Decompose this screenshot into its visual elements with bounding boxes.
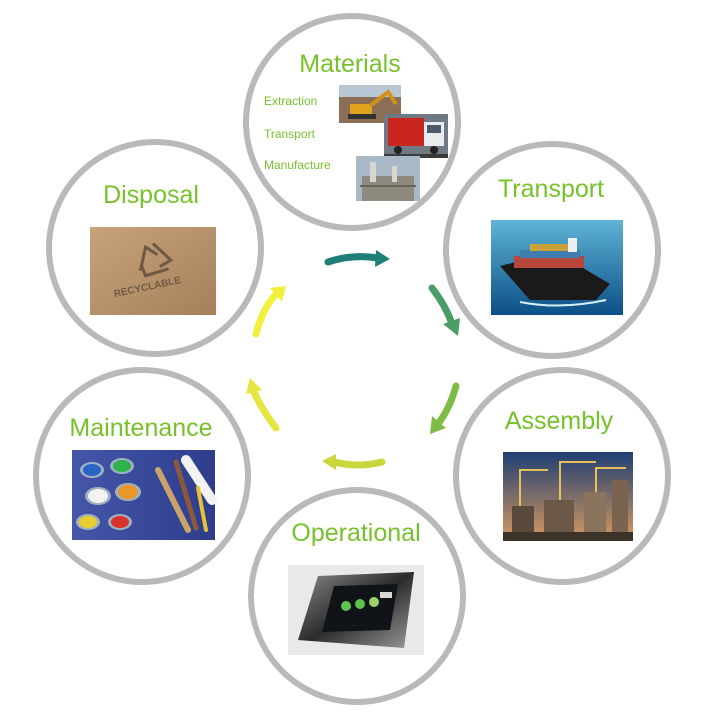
stage-title: Materials [299,50,400,78]
arrow-maintenance-to-disposal [250,388,280,432]
substep-extraction: Extraction [264,94,317,108]
stage-title: Transport [498,175,604,203]
thermostat-panel-photo [288,565,424,655]
stage-title: Operational [291,519,420,547]
arrow-transport-to-assembly [428,284,456,328]
factory-photo [356,156,420,201]
cycle-arrows [246,250,460,470]
stage-title: Disposal [103,181,199,209]
stage-maintenance: Maintenance [33,367,251,585]
recycle-icon [138,242,174,278]
arrow-head-5 [246,378,262,394]
stage-disposal: Disposal RECYCLABLE [46,139,264,357]
arrow-operational-to-maintenance [330,458,386,469]
arrow-head-3 [430,416,446,434]
paint-cans-photo [72,450,217,540]
arrow-head-4 [322,454,336,470]
stage-transport: Transport [443,141,661,359]
arrow-assembly-to-operational [434,382,460,428]
stage-title: Maintenance [69,414,212,442]
construction-cranes-photo [503,452,633,541]
stage-operational: Operational [248,487,466,705]
stage-title: Assembly [505,407,614,435]
stage-materials: Materials Extraction Transport Manufactu… [243,13,461,231]
arrow-disposal-to-materials [252,290,280,338]
arrow-head-6 [270,286,286,302]
arrow-materials-to-transport [324,253,382,266]
arrow-head-2 [443,318,460,336]
stage-assembly: Assembly [453,367,671,585]
substep-manufacture: Manufacture [264,158,331,172]
substep-transport: Transport [264,127,316,141]
recycle-cardboard-photo: RECYCLABLE [90,227,216,315]
truck-photo [384,114,448,158]
container-ship-photo [491,220,623,315]
arrow-head-1 [375,250,390,267]
